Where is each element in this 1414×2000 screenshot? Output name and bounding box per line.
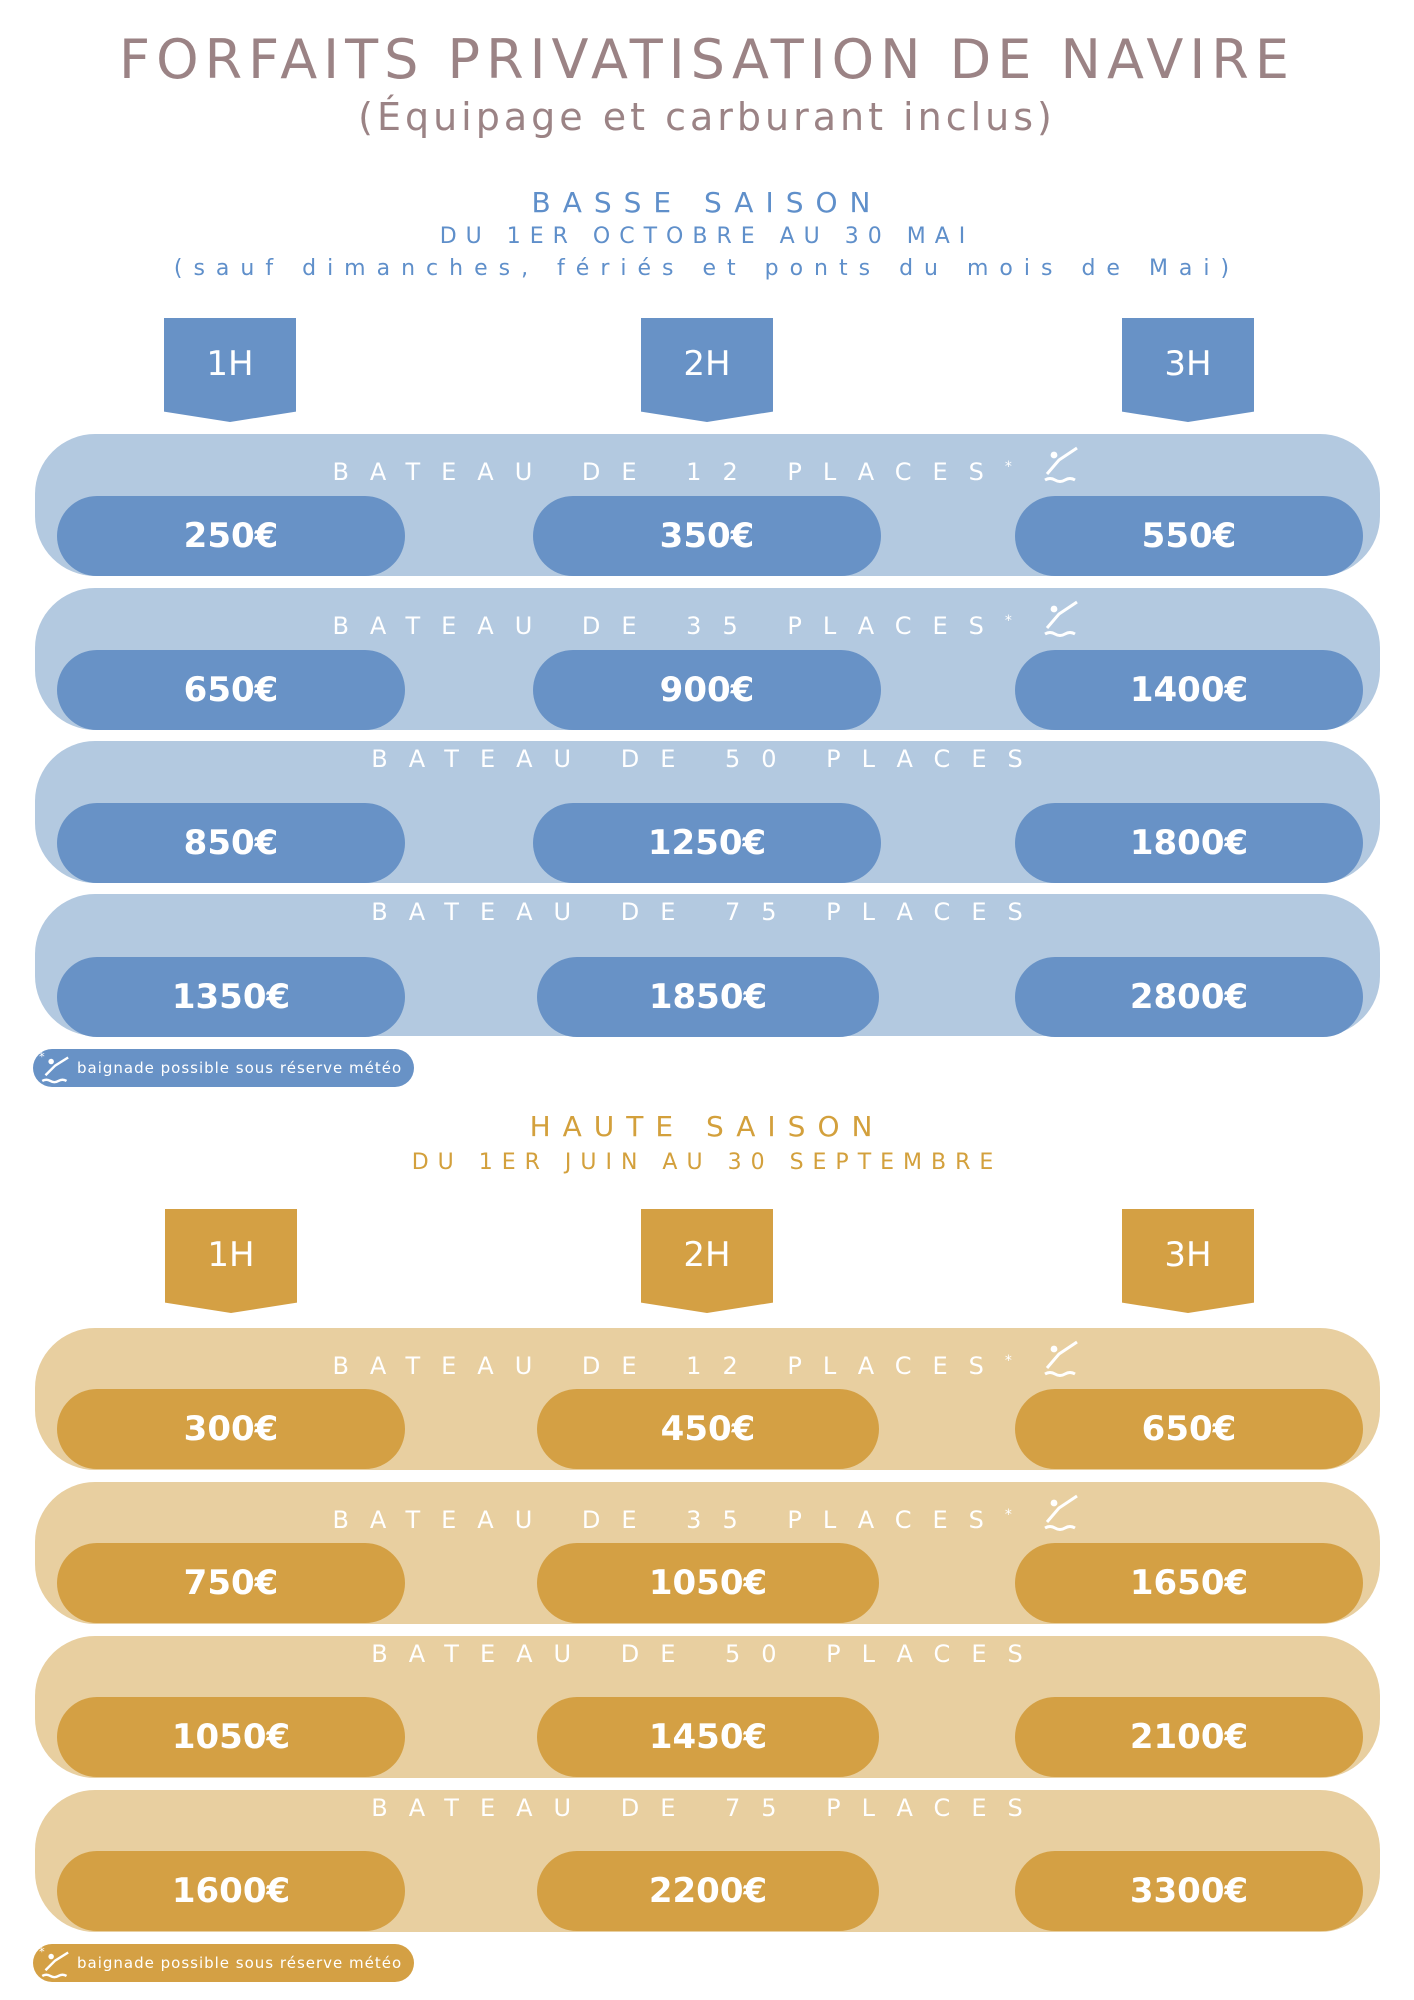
high-12-2h-price: 450€: [537, 1389, 879, 1469]
low-season-note: (sauf dimanches, fériés et ponts du mois…: [173, 256, 1241, 281]
high-hour-1h: 1H: [165, 1209, 297, 1313]
high-50-1h-price: 1050€: [57, 1697, 405, 1777]
band-label: BATEAU DE 35 PLACES: [332, 612, 1005, 640]
svg-text:*: *: [39, 1946, 45, 1959]
band-label: BATEAU DE 75 PLACES: [371, 898, 1044, 926]
low-12-2h-price: 350€: [533, 496, 881, 576]
svg-text:*: *: [39, 1051, 45, 1064]
asterisk: *: [1004, 459, 1012, 475]
high-hour-3h: 3H: [1122, 1209, 1254, 1313]
high-12-3h-price: 650€: [1015, 1389, 1363, 1469]
band-label: BATEAU DE 12 PLACES: [332, 458, 1005, 486]
low-75-1h-price: 1350€: [57, 957, 405, 1037]
swimmer-icon: [1043, 600, 1078, 637]
legend-text: baignade possible sous réserve météo: [77, 1954, 403, 1972]
low-50-2h-price: 1250€: [533, 803, 881, 883]
high-hour-2h: 2H: [641, 1209, 773, 1313]
band-label: BATEAU DE 50 PLACES: [371, 745, 1044, 773]
swimmer-icon: *: [39, 1051, 69, 1084]
low-hour-3h: 3H: [1122, 318, 1254, 422]
low-12-1h-price: 250€: [57, 496, 405, 576]
swimmer-icon: [1043, 1340, 1078, 1377]
low-season-dates: DU 1ER OCTOBRE AU 30 MAI: [439, 224, 975, 249]
low-75-3h-price: 2800€: [1015, 957, 1363, 1037]
low-75-2h-price: 1850€: [537, 957, 879, 1037]
low-12-3h-price: 550€: [1015, 496, 1363, 576]
low-50-3h-price: 1800€: [1015, 803, 1363, 883]
high-35-3h-price: 1650€: [1015, 1543, 1363, 1623]
high-50-3h-price: 2100€: [1015, 1697, 1363, 1777]
low-season-legend: * baignade possible sous réserve météo: [33, 1049, 415, 1087]
high-75-3h-price: 3300€: [1015, 1851, 1363, 1931]
band-label: BATEAU DE 35 PLACES: [332, 1506, 1005, 1534]
page-title: FORFAITS PRIVATISATION DE NAVIRE: [119, 28, 1295, 91]
low-35-1h-price: 650€: [57, 650, 405, 730]
asterisk: *: [1004, 1507, 1012, 1523]
swimmer-icon: [1043, 1494, 1078, 1531]
band-label: BATEAU DE 12 PLACES: [332, 1352, 1005, 1380]
asterisk: *: [1004, 613, 1012, 629]
page-subtitle: (Équipage et carburant inclus): [358, 95, 1056, 139]
low-hour-2h: 2H: [641, 318, 773, 422]
swimmer-icon: *: [39, 1946, 69, 1979]
high-season-dates: DU 1ER JUIN AU 30 SEPTEMBRE: [411, 1150, 1003, 1175]
low-season-name: BASSE SAISON: [531, 186, 883, 219]
low-50-1h-price: 850€: [57, 803, 405, 883]
band-label: BATEAU DE 75 PLACES: [371, 1794, 1044, 1822]
high-season-name: HAUTE SAISON: [529, 1110, 885, 1143]
swimmer-icon: [1043, 446, 1078, 483]
high-12-1h-price: 300€: [57, 1389, 405, 1469]
high-35-2h-price: 1050€: [537, 1543, 879, 1623]
high-75-2h-price: 2200€: [537, 1851, 879, 1931]
band-label: BATEAU DE 50 PLACES: [371, 1640, 1044, 1668]
low-35-2h-price: 900€: [533, 650, 881, 730]
high-50-2h-price: 1450€: [537, 1697, 879, 1777]
high-35-1h-price: 750€: [57, 1543, 405, 1623]
low-35-3h-price: 1400€: [1015, 650, 1363, 730]
legend-text: baignade possible sous réserve météo: [77, 1059, 403, 1077]
asterisk: *: [1004, 1353, 1012, 1369]
high-season-legend: * baignade possible sous réserve météo: [33, 1944, 415, 1982]
low-hour-1h: 1H: [164, 318, 296, 422]
high-75-1h-price: 1600€: [57, 1851, 405, 1931]
